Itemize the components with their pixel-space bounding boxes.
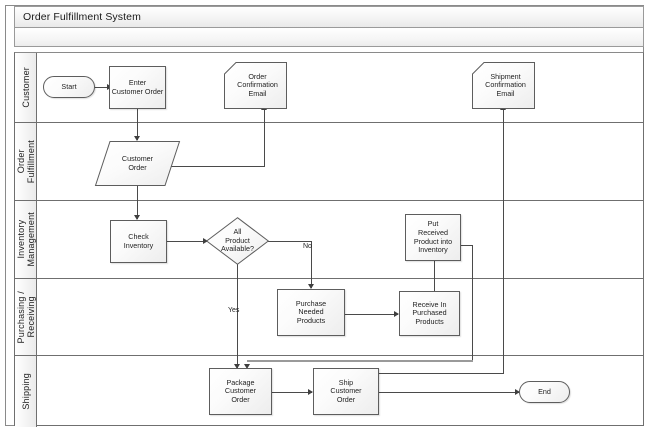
connector-to-order-confirmation-up	[264, 110, 265, 167]
arrowhead-receive-purchased-products	[394, 311, 399, 317]
swimlane-header-customer: Customer	[15, 53, 37, 122]
diagram-subtitle-bar	[14, 28, 644, 47]
swimlane-grid: Customer Order Fulfillment Inventory Man…	[14, 52, 644, 427]
node-enter-customer-order[interactable]: Enter Customer Order	[109, 66, 166, 109]
swimlane-purchasing-receiving: Purchasing / Receiving	[15, 279, 643, 356]
arrowhead-customer-order	[134, 136, 140, 141]
arrowhead-check-inventory	[134, 215, 140, 220]
connector-put-received-down	[472, 245, 473, 361]
connector-start-to-enter-order	[94, 87, 109, 88]
page-title: Order Fulfillment System	[23, 11, 141, 23]
node-all-product-available-shape[interactable]	[205, 217, 270, 265]
edge-label-yes: Yes	[228, 307, 240, 314]
arrowhead-purchase-needed-products	[308, 284, 314, 289]
swimlane-order-fulfillment: Order Fulfillment	[15, 123, 643, 201]
arrowhead-package-customer-order-feedback	[244, 364, 250, 369]
connector-decision-no-down	[311, 241, 312, 288]
swimlane-label-inventory-management: Inventory Management	[15, 212, 36, 267]
connector-ship-to-end	[379, 392, 519, 393]
arrowhead-ship-customer-order	[308, 389, 313, 395]
connector-decision-no-right	[268, 241, 312, 242]
arrowhead-decision	[203, 238, 208, 244]
swimlane-header-purchasing-receiving: Purchasing / Receiving	[15, 279, 37, 355]
node-start[interactable]: Start	[43, 76, 95, 98]
connector-package-to-ship	[272, 392, 312, 393]
swimlane-header-order-fulfillment: Order Fulfillment	[15, 123, 37, 200]
node-put-received-product-into-inventory[interactable]: Put Received Product into Inventory	[405, 214, 461, 261]
swimlane-label-customer: Customer	[20, 67, 31, 108]
connector-customer-order-to-check-inventory	[137, 186, 138, 219]
connector-put-received-right	[460, 245, 473, 246]
swimlane-customer: Customer	[15, 53, 643, 123]
node-customer-order-shape[interactable]	[94, 141, 181, 186]
arrowhead-end	[515, 389, 520, 395]
node-purchase-needed-products[interactable]: Purchase Needed Products	[277, 289, 345, 336]
node-receive-in-purchased-products[interactable]: Receive In Purchased Products	[399, 291, 460, 336]
swimlane-label-order-fulfillment: Order Fulfillment	[15, 139, 36, 184]
connector-customer-order-right	[170, 166, 265, 167]
connector-purchase-to-receive	[345, 314, 398, 315]
edge-label-no: No	[303, 243, 312, 250]
swimlane-header-shipping: Shipping	[15, 356, 37, 427]
swimlane-header-inventory-management: Inventory Management	[15, 201, 37, 278]
connector-enter-order-to-customer-order	[137, 109, 138, 140]
node-end[interactable]: End	[519, 381, 570, 403]
node-shipment-confirmation-email-shape[interactable]	[472, 62, 535, 109]
node-order-confirmation-email-shape[interactable]	[224, 62, 287, 109]
arrowhead-package-customer-order-yes	[234, 364, 240, 369]
node-check-inventory[interactable]: Check Inventory	[110, 220, 167, 263]
node-ship-customer-order[interactable]: Ship Customer Order	[313, 368, 379, 415]
swimlane-inventory-management: Inventory Management	[15, 201, 643, 279]
connector-check-inventory-to-decision	[167, 241, 207, 242]
connector-ship-to-shipment-email-right	[379, 373, 504, 374]
swimlane-label-shipping: Shipping	[20, 373, 31, 410]
diagram-title-bar: Order Fulfillment System	[14, 6, 644, 28]
connector-decision-yes-down	[237, 264, 238, 368]
swimlane-label-purchasing-receiving: Purchasing / Receiving	[15, 290, 36, 344]
swimlane-shipping: Shipping	[15, 356, 643, 427]
connector-feedback-to-package	[247, 360, 473, 362]
connector-receive-to-put-received	[434, 260, 435, 293]
connector-ship-to-shipment-email-up	[503, 110, 504, 374]
node-package-customer-order[interactable]: Package Customer Order	[209, 368, 272, 415]
